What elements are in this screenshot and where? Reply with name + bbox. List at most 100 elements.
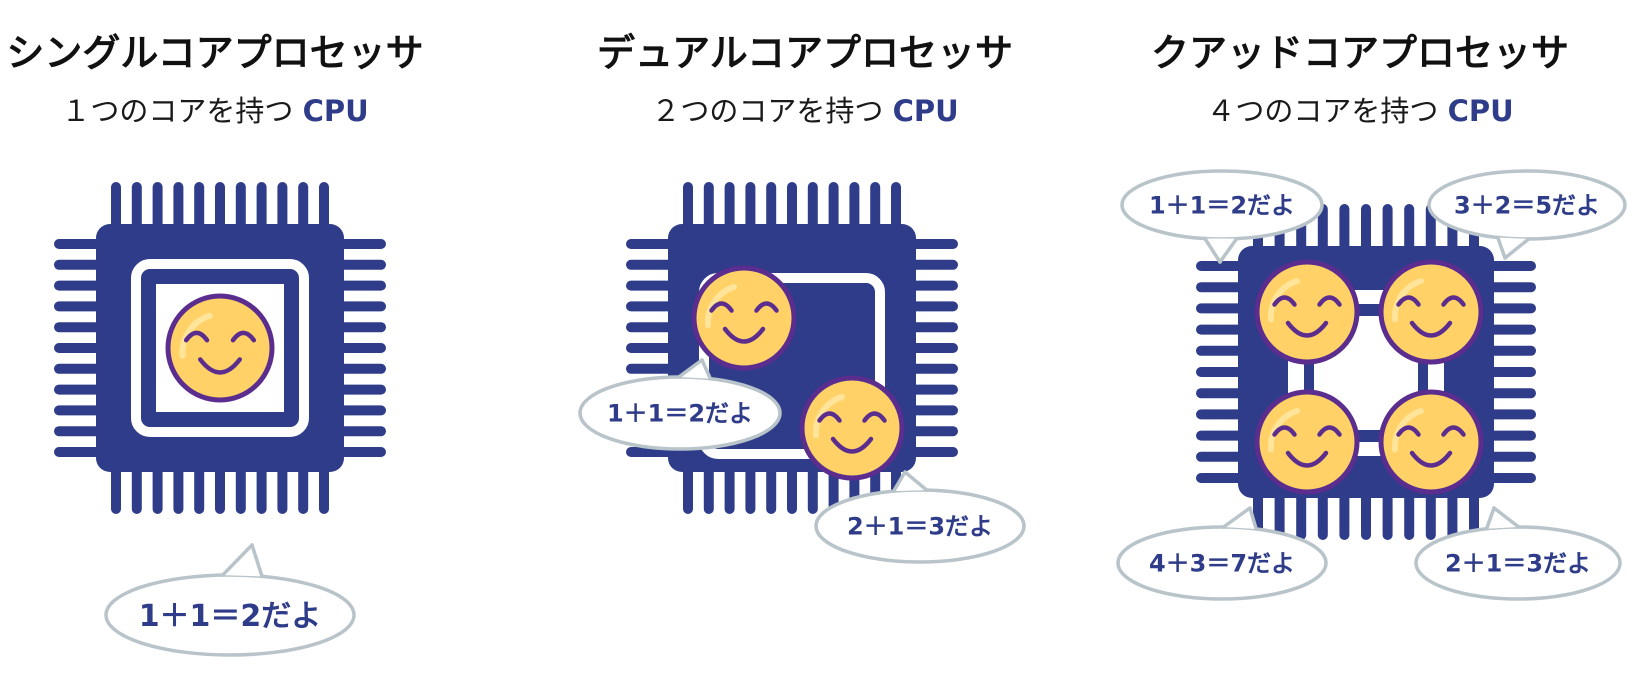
chip-pin — [1361, 488, 1371, 540]
chip-pin — [111, 462, 121, 514]
dual-core-subtitle-cpu: CPU — [892, 94, 959, 128]
chip-pin — [1196, 388, 1248, 399]
chip-pin — [334, 301, 386, 312]
chip-pin — [870, 182, 881, 234]
speech-bubble-text: 2＋1＝3だよ — [847, 513, 993, 541]
quad-core-title: クアッドコアプロセッサ — [1150, 31, 1569, 75]
speech-bubble-icon: 2＋1＝3だよ — [814, 470, 1026, 564]
smiling-face-icon — [691, 265, 797, 371]
chip-pin — [766, 462, 777, 514]
chip-pin — [131, 182, 142, 234]
speech-bubble-text: 1＋1＝2だよ — [1149, 192, 1295, 220]
chip-pin — [683, 462, 693, 514]
chip-pin — [334, 239, 386, 249]
chip-pin — [906, 343, 958, 353]
speech-bubble-icon: 3＋2＝5だよ — [1427, 169, 1627, 260]
chip-pin — [787, 462, 797, 514]
chip-pin — [194, 182, 205, 234]
chip-pin — [277, 462, 288, 514]
chip-pin — [1317, 204, 1328, 256]
smiling-face-icon — [1378, 389, 1484, 495]
chip-pin — [1484, 282, 1536, 293]
chip-pin — [906, 447, 958, 457]
chip-pin — [1484, 345, 1536, 356]
dual-core-subtitle: ２つのコアを持つ CPU — [560, 88, 1050, 130]
chip-pin — [1196, 261, 1248, 271]
panel-quad-core: クアッドコアプロセッサ ４つのコアを持つ CPU — [1100, 0, 1620, 693]
chip-pin — [1382, 488, 1393, 540]
smiling-face-icon — [1254, 389, 1360, 495]
smiling-face-icon — [165, 293, 275, 403]
chip-pin — [891, 182, 901, 234]
chip-pin — [849, 182, 860, 234]
chip-pin — [626, 301, 678, 312]
chip-pin — [1484, 367, 1536, 377]
chip-pin — [906, 363, 958, 374]
chip-pin — [1274, 488, 1285, 540]
chip-pin — [1196, 367, 1248, 377]
speech-bubble-icon: 4＋3＝7だよ — [1116, 506, 1328, 601]
chip-pin — [1484, 324, 1536, 335]
chip-pin — [334, 363, 386, 374]
chip-pin — [235, 182, 246, 234]
speech-bubble-text: 2＋1＝3だよ — [1445, 550, 1591, 578]
chip-pin — [1484, 303, 1536, 314]
speech-bubble-icon: 1＋1＝2だよ — [1120, 169, 1324, 264]
chip-pin — [807, 182, 818, 234]
chip-pin — [1484, 388, 1536, 399]
chip-pin — [1484, 261, 1536, 271]
chip-pin — [1196, 303, 1248, 314]
chip-pin — [1404, 488, 1415, 540]
quad-core-subtitle: ４つのコアを持つ CPU — [1100, 88, 1620, 130]
speech-bubble-text: 1＋1＝2だよ — [607, 400, 753, 428]
chip-pin — [724, 182, 735, 234]
chip-pin — [277, 182, 288, 234]
chip-pin — [906, 259, 958, 270]
chip-pin — [334, 426, 386, 437]
chip-pin — [334, 280, 386, 291]
speech-bubble-text: 1＋1＝2だよ — [139, 599, 322, 634]
chip-pin — [334, 322, 386, 333]
chip-pin — [194, 462, 205, 514]
chip-pin — [1196, 345, 1248, 356]
chip-pin — [626, 363, 678, 374]
smiling-face-icon — [1254, 259, 1360, 365]
dual-core-title: デュアルコアプロセッサ — [596, 31, 1014, 75]
chip-pin — [828, 182, 839, 234]
speech-bubble-text: 3＋2＝5だよ — [1454, 192, 1600, 220]
chip-pin — [703, 462, 714, 514]
chip-pin — [54, 259, 106, 270]
chip-pin — [807, 462, 818, 514]
chip-pin — [626, 259, 678, 270]
panel-single-core: シングルコアプロセッサ １つのコアを持つ CPU — [0, 0, 430, 693]
chip-pin — [334, 384, 386, 395]
dual-core-subtitle-text: ２つのコアを持つ — [651, 94, 884, 128]
chip-pin — [256, 182, 267, 234]
speech-bubble-icon: 2＋1＝3だよ — [1414, 506, 1622, 601]
chip-pin — [1196, 430, 1248, 441]
chip-pin — [215, 182, 225, 234]
single-core-subtitle-cpu: CPU — [302, 94, 369, 128]
chip-pin — [626, 280, 678, 291]
smiling-face-icon — [1378, 259, 1484, 365]
chip-pin — [54, 343, 106, 353]
speech-bubble-icon: 1＋1＝2だよ — [104, 543, 356, 657]
chip-pin — [787, 182, 797, 234]
chip-pin — [683, 182, 693, 234]
core-frame — [131, 259, 309, 437]
chip-pin — [1484, 430, 1536, 441]
smiling-face-icon — [799, 375, 905, 481]
chip-pin — [1484, 473, 1536, 483]
chip-pin — [1484, 409, 1536, 420]
chip-pin — [131, 462, 142, 514]
chip-pin — [1447, 488, 1458, 540]
chip-pin — [1404, 204, 1415, 256]
chip-pin — [54, 322, 106, 333]
chip-pin — [1196, 451, 1248, 462]
chip-pin — [319, 462, 329, 514]
chip-pin — [54, 384, 106, 395]
chip-pin — [256, 462, 267, 514]
chip-pin — [152, 462, 163, 514]
chip-pin — [235, 462, 246, 514]
